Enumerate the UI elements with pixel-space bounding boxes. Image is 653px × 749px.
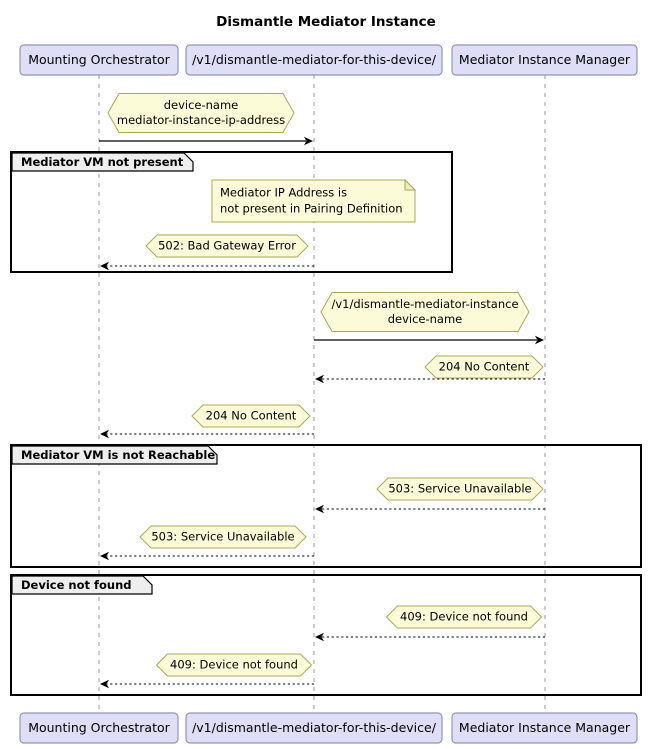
note-body xyxy=(211,179,416,223)
message-label-shape xyxy=(155,653,313,677)
participant-label: /v1/dismantle-mediator-for-this-device/ xyxy=(192,52,437,67)
message-arrowhead xyxy=(100,429,109,439)
participant-label: Mounting Orchestrator xyxy=(28,720,170,735)
message-label-shape xyxy=(320,292,530,332)
lifelines-layer xyxy=(98,75,546,713)
participant-bottom-orchestrator[interactable]: Mounting Orchestrator xyxy=(19,712,179,744)
note-line: Mediator IP Address is xyxy=(220,186,347,200)
message-arrowhead xyxy=(535,335,544,345)
group-tab xyxy=(11,445,218,465)
participant-box[interactable] xyxy=(185,44,443,76)
message-label-shape xyxy=(139,525,307,549)
group-frame xyxy=(10,151,453,273)
msg-204-manager: 204 No Content xyxy=(315,355,545,384)
message-label-shape xyxy=(385,605,543,629)
group-frame xyxy=(10,574,642,696)
message-label-msg-204-manager: 204 No Content xyxy=(424,355,544,379)
message-label-line: device-name xyxy=(164,98,239,112)
message-arrowhead xyxy=(100,551,109,561)
group-tab-label: Mediator VM not present xyxy=(21,155,184,169)
message-label-msg-dismantle-instance: /v1/dismantle-mediator-instancedevice-na… xyxy=(320,292,530,332)
message-label-line: /v1/dismantle-mediator-instance xyxy=(331,297,518,311)
page-title: Dismantle Mediator Instance xyxy=(216,14,436,30)
note-fold-corner xyxy=(404,178,417,191)
message-label-msg-409-orchestrator: 409: Device not found xyxy=(155,653,313,677)
msg-409-manager: 409: Device not found xyxy=(315,605,545,642)
group-frame xyxy=(10,444,642,568)
message-arrowhead xyxy=(100,679,109,689)
participant-bottom-manager[interactable]: Mediator Instance Manager xyxy=(451,712,638,744)
note-line: not present in Pairing Definition xyxy=(220,202,403,216)
group-mediator-vm-not-reachable[interactable]: Mediator VM is not Reachable xyxy=(10,444,642,568)
group-device-not-found[interactable]: Device not found xyxy=(10,574,642,696)
msg-503-manager: 503: Service Unavailable xyxy=(315,477,545,514)
participant-box[interactable] xyxy=(185,712,443,744)
group-tab xyxy=(11,152,194,172)
message-label-line: 204 No Content xyxy=(439,360,530,374)
participant-label: Mediator Instance Manager xyxy=(459,720,631,735)
participant-label: /v1/dismantle-mediator-for-this-device/ xyxy=(192,720,437,735)
message-label-msg-503-manager: 503: Service Unavailable xyxy=(376,477,544,501)
message-label-line: 204 No Content xyxy=(206,409,297,423)
participant-box[interactable] xyxy=(451,44,638,76)
msg-502-bad-gateway: 502: Bad Gateway Error xyxy=(100,234,314,271)
message-label-shape xyxy=(376,477,544,501)
message-label-line: device-name xyxy=(388,312,463,326)
participant-box[interactable] xyxy=(19,44,179,76)
participant-top-orchestrator[interactable]: Mounting Orchestrator xyxy=(19,44,179,76)
message-label-shape xyxy=(145,234,309,258)
group-mediator-vm-not-present[interactable]: Mediator VM not present xyxy=(10,151,453,273)
participant-top-endpoint[interactable]: /v1/dismantle-mediator-for-this-device/ xyxy=(185,44,443,76)
message-label-line: 503: Service Unavailable xyxy=(388,482,531,496)
notes-layer: Mediator IP Address is not present in Pai… xyxy=(211,178,417,223)
msg-503-orchestrator: 503: Service Unavailable xyxy=(100,525,314,561)
message-label-msg-502-bad-gateway: 502: Bad Gateway Error xyxy=(145,234,309,258)
message-arrowhead xyxy=(315,632,324,642)
message-arrowhead xyxy=(315,374,324,384)
message-arrowhead xyxy=(100,261,109,271)
message-label-msg-409-manager: 409: Device not found xyxy=(385,605,543,629)
message-label-line: 503: Service Unavailable xyxy=(151,530,294,544)
message-label-line: 502: Bad Gateway Error xyxy=(158,239,296,253)
msg-204-orchestrator: 204 No Content xyxy=(100,404,314,439)
message-label-msg-503-orchestrator: 503: Service Unavailable xyxy=(139,525,307,549)
message-label-line: mediator-instance-ip-address xyxy=(117,113,285,127)
note-mediator-ip-missing: Mediator IP Address is not present in Pai… xyxy=(211,178,417,223)
group-tab xyxy=(11,575,153,595)
msg-409-orchestrator: 409: Device not found xyxy=(100,653,314,689)
message-arrowhead xyxy=(304,136,313,146)
message-label-line: 409: Device not found xyxy=(400,610,528,624)
participant-box[interactable] xyxy=(19,712,179,744)
message-label-shape xyxy=(424,355,544,379)
message-label-shape xyxy=(107,93,295,133)
group-tab-label: Device not found xyxy=(21,578,132,592)
message-arrowhead xyxy=(315,504,324,514)
participant-label: Mounting Orchestrator xyxy=(28,52,170,67)
msg-dismantle-instance: /v1/dismantle-mediator-instancedevice-na… xyxy=(314,292,544,345)
group-tab-label: Mediator VM is not Reachable xyxy=(21,448,215,462)
participant-box[interactable] xyxy=(451,712,638,744)
message-label-shape xyxy=(191,404,311,428)
message-label-line: 409: Device not found xyxy=(170,658,298,672)
participant-top-manager[interactable]: Mediator Instance Manager xyxy=(451,44,638,76)
participant-bottom-endpoint[interactable]: /v1/dismantle-mediator-for-this-device/ xyxy=(185,712,443,744)
message-label-msg-204-orchestrator: 204 No Content xyxy=(191,404,311,428)
messages-layer: device-namemediator-instance-ip-address5… xyxy=(99,93,545,689)
participant-label: Mediator Instance Manager xyxy=(459,52,631,67)
